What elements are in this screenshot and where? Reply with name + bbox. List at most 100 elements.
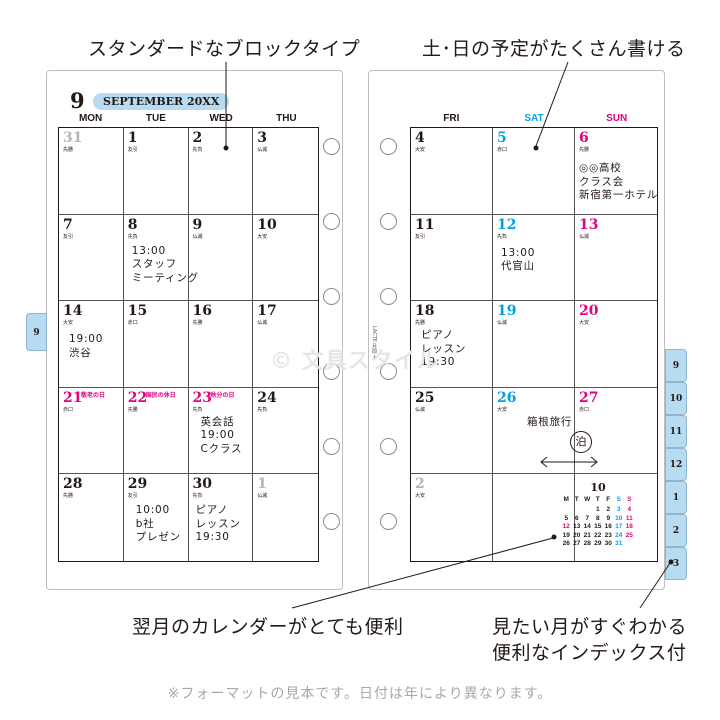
day-number: 31: [63, 130, 83, 146]
holiday-name: 国民の休日: [145, 391, 176, 399]
day-number: 11: [415, 216, 435, 233]
holiday-name: 敬老の日: [81, 391, 106, 399]
day-number: 2: [415, 476, 425, 493]
month-index-tab[interactable]: 1: [665, 481, 687, 514]
rokuyo-label: 仏滅: [497, 320, 508, 327]
mini-day: 2: [606, 506, 611, 513]
mini-day: 23: [604, 531, 612, 539]
mini-day: 18: [625, 523, 633, 530]
month-index-tab[interactable]: 2: [665, 514, 687, 547]
mini-day: 6: [574, 514, 579, 522]
mini-weekday: T: [595, 496, 600, 503]
rokuyo-label: 大安: [497, 406, 508, 413]
rokuyo-label: 大安: [579, 320, 590, 327]
rokuyo-label: 大安: [257, 233, 268, 240]
schedule-note: ピアノ レッスン 19:30: [195, 504, 241, 544]
mini-day: 7: [585, 514, 590, 522]
stay-mark-icon: 泊: [570, 431, 592, 453]
month-index-tab[interactable]: 12: [665, 448, 687, 481]
day-number: 6: [579, 130, 589, 146]
month-index-tab[interactable]: 11: [665, 415, 687, 448]
left-page: [46, 70, 343, 590]
mini-weekday: W: [584, 496, 591, 503]
rokuyo-label: 先勝: [63, 147, 74, 153]
rokuyo-label: 仏滅: [257, 493, 268, 500]
month-index-tab[interactable]: 9: [665, 349, 687, 382]
day-number: 10: [257, 216, 277, 233]
month-index-tab[interactable]: 10: [665, 382, 687, 415]
mini-day: [582, 506, 593, 514]
rokuyo-label: 先勝: [63, 493, 74, 500]
schedule-note: 10:00 b社 プレゼン: [135, 504, 181, 544]
mini-weekday: S: [627, 496, 632, 503]
day-number: 17: [257, 303, 277, 320]
mini-day: 9: [606, 514, 611, 522]
month-side-tab[interactable]: 9: [26, 313, 47, 351]
rokuyo-label: 先負: [257, 406, 268, 413]
rokuyo-label: 先勝: [415, 320, 426, 327]
schedule-note: ピアノ レッスン 19:30: [421, 329, 467, 369]
mini-day: 8: [595, 514, 600, 522]
month-label: SEPTEMBER 20XX: [93, 93, 230, 110]
schedule-note: 箱根旅行: [527, 415, 573, 428]
day-number: 18: [415, 303, 435, 320]
callout-next-month: 翌月のカレンダーがとても便利: [132, 616, 404, 638]
mini-day: 21: [583, 531, 591, 539]
mini-day: 28: [583, 540, 591, 547]
day-number: 19: [497, 303, 517, 320]
holiday-name: 秋分の日: [210, 391, 235, 399]
rokuyo-label: 先負: [127, 233, 138, 240]
day-number: 21: [63, 389, 83, 406]
mini-day: 12: [562, 523, 570, 530]
mini-day: 29: [594, 540, 602, 547]
rokuyo-label: 赤口: [497, 147, 508, 153]
mini-day: [572, 506, 583, 514]
day-number: 30: [192, 476, 212, 493]
day-cell[interactable]: [493, 474, 575, 561]
rokuyo-label: 先負: [192, 147, 203, 153]
rokuyo-label: 大安: [415, 493, 426, 500]
month-index-tab[interactable]: 3: [665, 547, 687, 580]
day-number: 16: [192, 303, 212, 320]
mini-weekday: F: [606, 496, 611, 503]
rokuyo-label: 仏滅: [192, 233, 203, 240]
mini-weekday: S: [616, 496, 621, 503]
